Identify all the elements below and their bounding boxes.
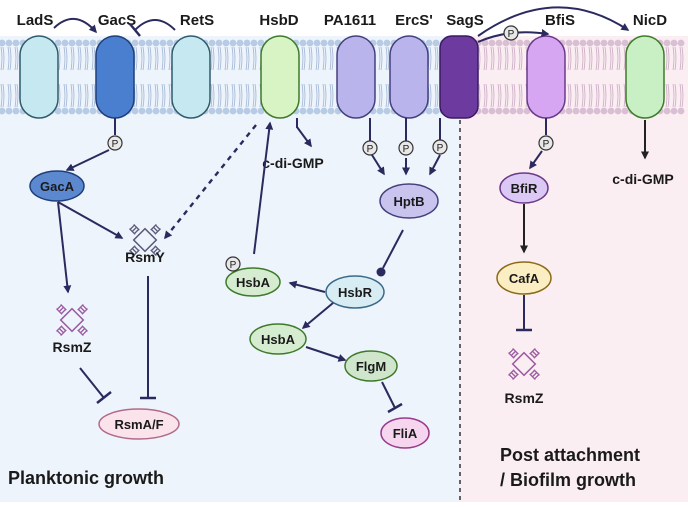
rsmz-left-rna-icon xyxy=(55,303,89,337)
gaca-to-rsmz-arrow xyxy=(57,201,72,294)
gaca-label: GacA xyxy=(40,179,75,194)
svg-text:P: P xyxy=(230,260,237,271)
bfis-to-bfir-arrow xyxy=(529,150,543,170)
ercs-receptor xyxy=(389,35,429,119)
cdigmp-right-label: c-di-GMP xyxy=(612,171,673,187)
cdigmp-left-label: c-di-GMP xyxy=(262,155,323,171)
ercs-label: ErcS' xyxy=(395,12,433,29)
hsba-phospho-label: HsbA xyxy=(236,275,271,290)
flgm-inhibits-flia-line xyxy=(381,381,396,409)
flgm-node xyxy=(344,350,398,382)
svg-text:P: P xyxy=(367,144,374,155)
rsmy-rna-icon xyxy=(128,223,162,257)
hsba-phospho-node xyxy=(225,267,281,297)
hsba-to-hsbd-arrow xyxy=(253,121,274,255)
hsbd-label: HsbD xyxy=(259,12,298,29)
rsmy-label: RsmY xyxy=(125,249,165,265)
hptb-to-hsbr-line xyxy=(382,229,404,269)
hsba-node xyxy=(249,323,307,355)
gacs-to-gaca-arrow xyxy=(65,149,110,171)
pa1611-receptor xyxy=(336,35,376,119)
hptb-label: HptB xyxy=(393,194,424,209)
sags-to-hptb-arrow xyxy=(429,154,441,176)
svg-text:P: P xyxy=(543,139,550,150)
svg-text:P: P xyxy=(437,143,444,154)
hptb-node xyxy=(379,183,439,219)
lads-receptor xyxy=(19,35,59,119)
lads-to-gacs-arrow xyxy=(53,18,97,34)
cafa-node xyxy=(496,261,552,295)
rsma-f-node xyxy=(98,408,180,440)
hsbd-receptor xyxy=(260,35,300,119)
hsbr-to-hsba-phospho-arrow xyxy=(288,280,326,293)
gaca-node xyxy=(29,170,85,202)
hsba-label: HsbA xyxy=(261,332,296,347)
gaca-to-rsmy-arrow xyxy=(57,201,124,239)
rsmz-right-rna-icon xyxy=(507,347,541,381)
hsba-to-flgm-arrow xyxy=(305,346,347,362)
rets-inhibits-gacs-arc xyxy=(134,19,176,31)
bfis-label: BfiS xyxy=(545,12,575,29)
planktonic-region xyxy=(0,0,460,502)
nicd-label: NicD xyxy=(633,12,667,29)
gacs-receptor xyxy=(95,35,135,119)
hsbd-to-rsmy-dashed-arrow xyxy=(164,124,257,240)
flgm-label: FlgM xyxy=(356,359,386,374)
biofilm-region-label-line2: / Biofilm growth xyxy=(500,470,636,490)
rsma-f-label: RsmA/F xyxy=(114,417,163,432)
gacs-label: GacS xyxy=(98,12,136,29)
sags-to-nicd-arc xyxy=(477,6,630,37)
hsbr-label: HsbR xyxy=(338,285,373,300)
bfir-node xyxy=(499,172,549,204)
nicd-receptor xyxy=(625,35,665,119)
planktonic-region-label: Planktonic growth xyxy=(8,468,164,488)
sags-label: SagS xyxy=(446,12,484,29)
pa1611-to-hptb-arrow xyxy=(371,154,385,176)
pa1611-label: PA1611 xyxy=(324,12,376,29)
rsmz-inhibits-rsma-line xyxy=(79,367,105,399)
svg-text:P: P xyxy=(508,29,515,40)
svg-text:P: P xyxy=(403,144,410,155)
rets-receptor xyxy=(171,35,211,119)
rets-label: RetS xyxy=(180,12,214,29)
hsbr-node xyxy=(325,275,385,309)
rsmz-left-label: RsmZ xyxy=(53,339,92,355)
phospho-icon xyxy=(503,25,519,41)
flia-label: FliA xyxy=(393,426,418,441)
sags-receptor xyxy=(439,35,479,119)
flia-node xyxy=(380,417,430,449)
bfis-receptor xyxy=(526,35,566,119)
bfir-label: BfiR xyxy=(511,181,538,196)
lads-label: LadS xyxy=(17,12,54,29)
hsbd-to-cdigmp-arrow xyxy=(296,126,312,148)
svg-text:P: P xyxy=(112,139,119,150)
cafa-label: CafA xyxy=(509,271,540,286)
biofilm-region-label-line1: Post attachment xyxy=(500,445,640,465)
hsbr-to-hsba-arrow xyxy=(301,302,334,329)
rsmz-right-label: RsmZ xyxy=(505,390,544,406)
